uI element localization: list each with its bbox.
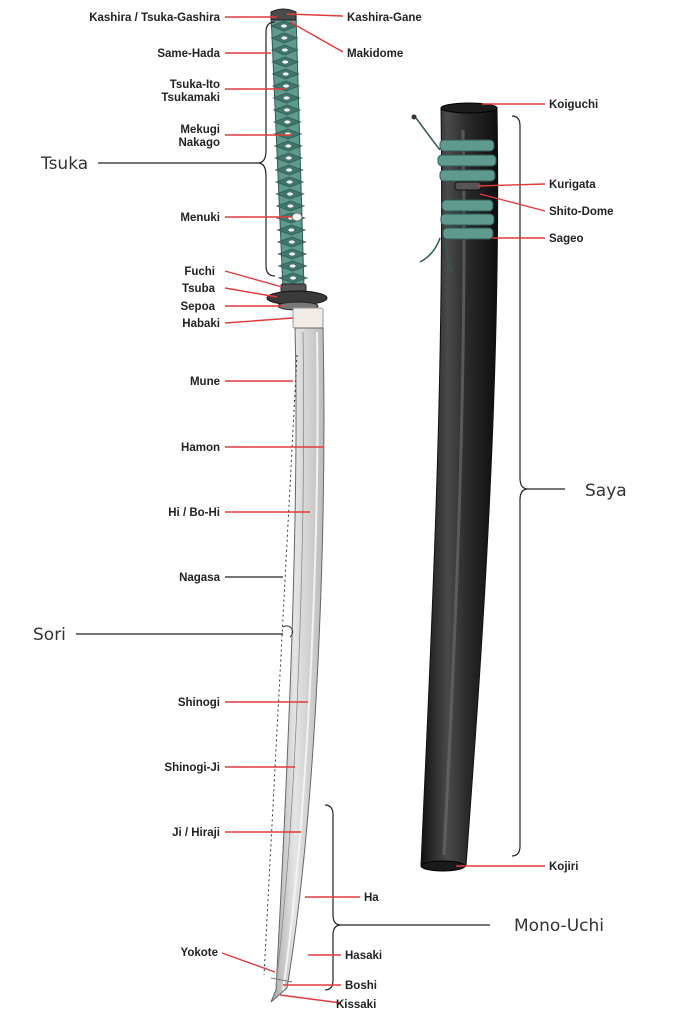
sori-arc <box>282 625 294 638</box>
group-label-sori: Sori <box>33 625 66 645</box>
blade <box>270 327 325 1003</box>
same-hada-gap <box>285 156 292 160</box>
same-hada-gap <box>283 84 290 88</box>
sword <box>263 8 328 1003</box>
yokote-line <box>270 977 293 983</box>
tsuka-handle <box>270 13 305 291</box>
label-kissaki: Kissaki <box>336 999 376 1011</box>
label-tsuba: Tsuba <box>182 283 216 295</box>
label-tsuka-ito: Tsuka-Ito <box>170 79 220 91</box>
label-mekugi: Mekugi <box>180 124 220 136</box>
same-hada-gap <box>282 60 289 64</box>
label-boshi: Boshi <box>345 980 377 992</box>
same-hada-gap <box>289 264 296 268</box>
kurigata-knob <box>454 181 482 191</box>
same-hada-gap <box>282 72 289 76</box>
label-same-hada: Same-Hada <box>157 48 220 60</box>
sageo-band <box>442 227 494 240</box>
label-shinogi-ji: Shinogi-Ji <box>164 762 220 774</box>
tsuka-ito-wrap <box>270 20 309 284</box>
label-nagasa: Nagasa <box>179 572 221 584</box>
sageo-tassel-end <box>411 114 417 120</box>
label-shinogi: Shinogi <box>178 697 220 709</box>
same-hada-gap <box>283 96 290 100</box>
kashira-cap <box>270 8 297 21</box>
sageo-cord <box>437 139 497 240</box>
label-sepoa: Sepoa <box>180 301 215 313</box>
label-habaki: Habaki <box>182 318 220 330</box>
label-kashira: Kashira / Tsuka-Gashira <box>89 12 220 24</box>
same-hada-gap <box>283 108 290 112</box>
sageo-band <box>440 213 495 226</box>
label-shito-dome: Shito-Dome <box>549 206 614 218</box>
same-hada-gap <box>285 144 292 148</box>
label-koiguchi: Koiguchi <box>549 99 598 111</box>
same-hada-gap <box>288 240 295 244</box>
same-hada-gap <box>289 252 296 256</box>
same-hada-gap <box>280 24 287 28</box>
red-leader-lines <box>221 13 546 1004</box>
same-hada-gap <box>286 168 293 172</box>
group-label-saya: Saya <box>585 481 627 501</box>
label-hasaki: Hasaki <box>345 950 382 962</box>
tsuka-bracket <box>257 21 276 277</box>
label-ji: Ji / Hiraji <box>172 827 220 839</box>
same-hada-gap <box>281 36 288 40</box>
same-hada-gap <box>288 228 295 232</box>
label-tsukamaki: Tsukamaki <box>161 92 220 104</box>
group-label-tsuka: Tsuka <box>40 154 88 174</box>
nagasa-dotted-line <box>263 354 298 976</box>
same-hada-gap <box>286 180 293 184</box>
label-fuchi: Fuchi <box>184 266 215 278</box>
label-hamon: Hamon <box>181 442 220 454</box>
label-kashira-gane: Kashira-Gane <box>347 12 422 24</box>
sageo-band <box>439 139 495 152</box>
label-hi: Hi / Bo-Hi <box>168 507 220 519</box>
same-hada-gap <box>287 204 294 208</box>
menuki-ornament <box>291 212 303 222</box>
sageo-band <box>439 169 496 182</box>
same-hada-gap <box>281 48 288 52</box>
label-kurigata: Kurigata <box>549 179 596 191</box>
label-ha: Ha <box>364 892 379 904</box>
label-makidome: Makidome <box>347 48 403 60</box>
habaki-collar <box>292 307 324 329</box>
saya-bracket <box>511 115 529 857</box>
sageo-tassel <box>415 117 453 273</box>
saya-highlight <box>442 129 466 856</box>
group-label-mono-uchi: Mono-Uchi <box>514 916 604 936</box>
label-menuki: Menuki <box>180 212 220 224</box>
label-yokote: Yokote <box>181 947 219 959</box>
same-hada-gap <box>290 276 297 280</box>
label-mune: Mune <box>190 376 220 388</box>
hamon-line <box>282 331 319 991</box>
saya-scabbard <box>411 102 499 872</box>
label-nakago: Nakago <box>178 137 220 149</box>
sageo-band <box>437 154 497 167</box>
same-hada-gap <box>287 192 294 196</box>
same-hada-gap <box>284 120 291 124</box>
sageo-band <box>441 199 494 212</box>
label-sageo: Sageo <box>549 233 584 245</box>
label-kojiri: Kojiri <box>549 861 578 873</box>
shinogi-ridge <box>275 331 304 986</box>
koiguchi-mouth <box>440 102 498 114</box>
